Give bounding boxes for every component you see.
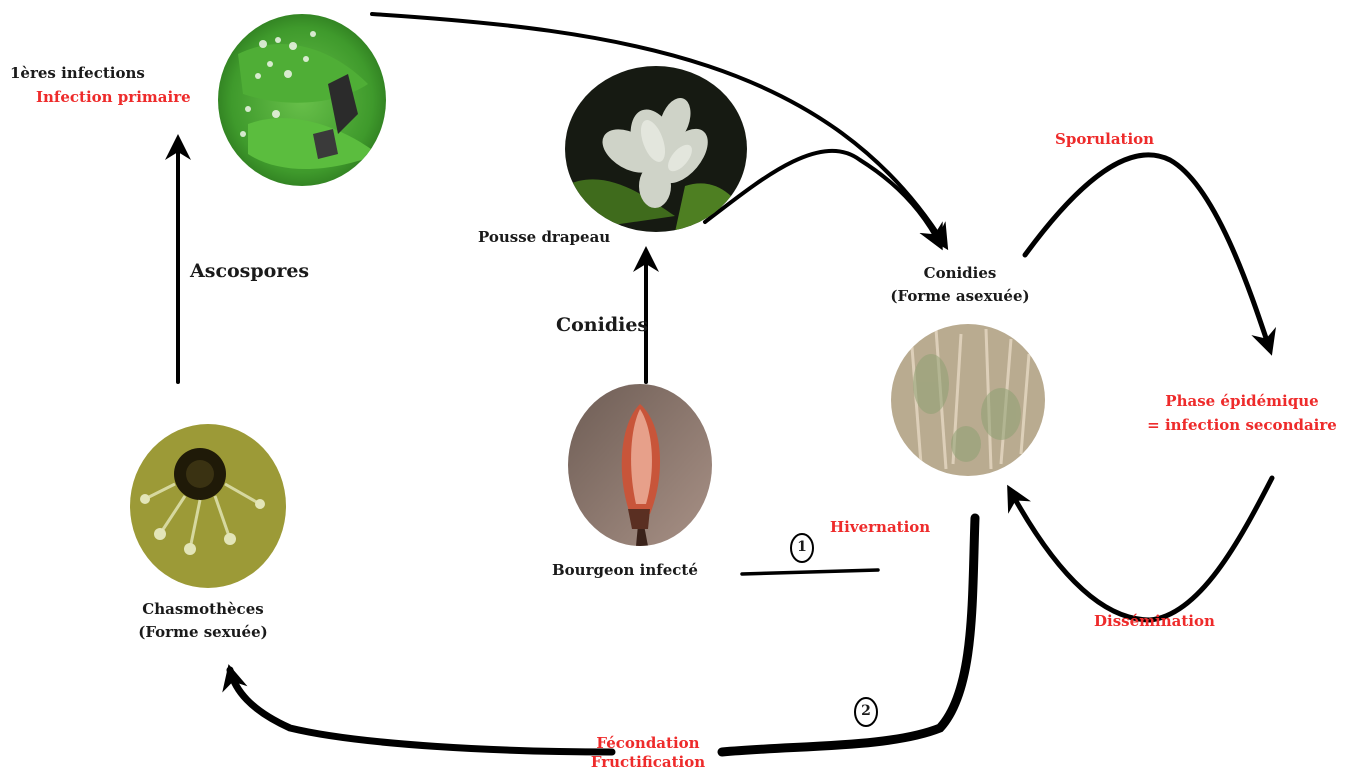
conidia-microscope-photo xyxy=(891,324,1045,476)
oak-leaf-powdery-mildew-photo xyxy=(218,14,386,186)
hivernation-line xyxy=(742,570,878,574)
arrow-fecondation-left xyxy=(230,670,612,752)
flag-shoot-photo xyxy=(565,66,747,232)
label-dissemination: Dissémination xyxy=(1094,612,1215,631)
label-hivernation: Hivernation xyxy=(830,518,930,537)
arrow-sporulation xyxy=(1025,155,1270,350)
arrow-fecondation xyxy=(722,518,975,752)
label-infection-secondaire: = infection secondaire xyxy=(1130,416,1354,435)
label-chasmotheces: Chasmothèces xyxy=(128,600,278,619)
label-fecondation: Fécondation xyxy=(568,734,728,753)
label-conidies-title: Conidies xyxy=(905,264,1015,283)
marker-2-label: 2 xyxy=(856,702,876,721)
label-fructification: Fructification xyxy=(568,753,728,772)
label-infection-primaire: Infection primaire xyxy=(36,88,191,107)
label-pousse-drapeau: Pousse drapeau xyxy=(478,228,610,247)
label-bourgeon-infecte: Bourgeon infecté xyxy=(552,561,698,580)
infected-bud-photo xyxy=(568,384,712,546)
label-sporulation: Sporulation xyxy=(1055,130,1154,149)
label-forme-sexuee: (Forme sexuée) xyxy=(128,623,278,642)
label-conidies-subtitle: (Forme asexuée) xyxy=(885,287,1035,306)
arrow-dissemination xyxy=(1010,478,1272,620)
label-ascospores: Ascospores xyxy=(190,262,309,281)
label-conidies-arrow: Conidies xyxy=(556,316,648,335)
marker-1-label: 1 xyxy=(792,538,812,557)
chasmothecia-microscope-photo xyxy=(130,424,286,588)
label-premieres-infections: 1ères infections xyxy=(10,64,145,83)
label-phase-epidemique: Phase épidémique xyxy=(1140,392,1344,411)
